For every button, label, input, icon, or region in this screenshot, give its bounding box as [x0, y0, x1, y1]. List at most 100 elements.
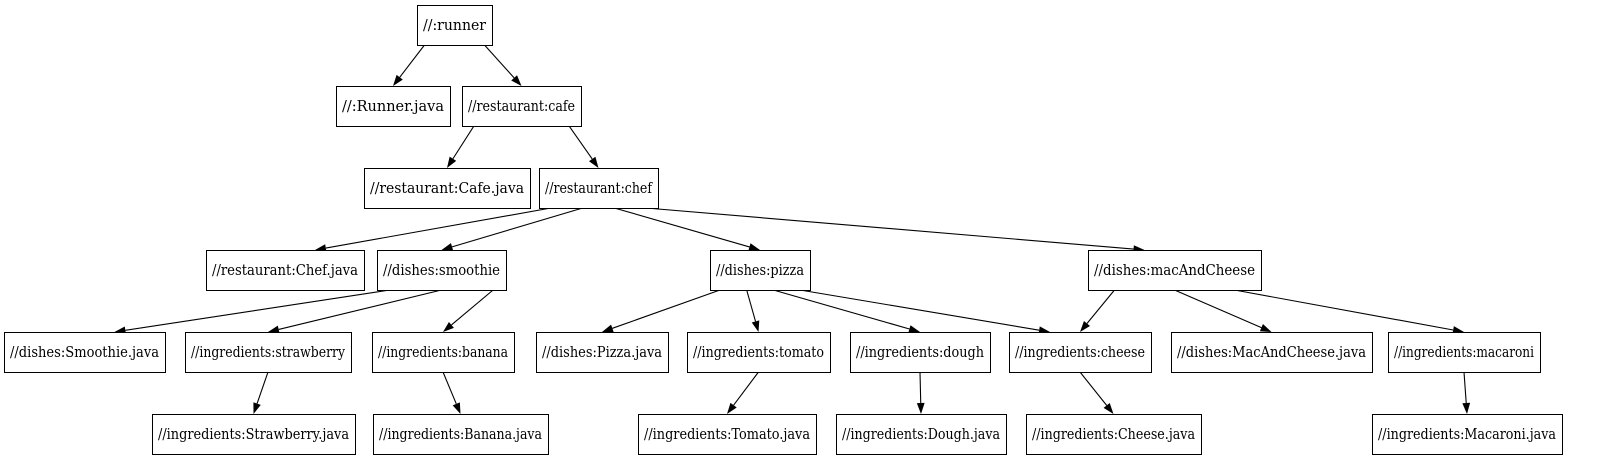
graph-node[interactable]: //ingredients:Strawberry.java [152, 414, 356, 455]
graph-node[interactable]: //ingredients:Dough.java [836, 414, 1007, 455]
graph-edge [799, 289, 1040, 331]
graph-node-box[interactable] [1372, 414, 1563, 455]
graph-node[interactable]: //restaurant:Chef.java [206, 250, 365, 291]
graph-node-label: //restaurant:cafe [468, 99, 575, 115]
graph-edge [746, 289, 757, 322]
graph-node-box[interactable] [185, 332, 352, 373]
graph-node-box[interactable] [206, 250, 365, 291]
graph-node-box[interactable] [1009, 332, 1152, 373]
graph-edge [614, 207, 750, 248]
graph-edge-arrowhead [315, 244, 327, 252]
graph-node-box[interactable] [539, 168, 659, 209]
graph-edge-arrowhead [727, 402, 737, 414]
graph-node-box[interactable] [850, 332, 991, 373]
graph-node[interactable]: //ingredients:macaroni [1388, 332, 1541, 373]
graph-node-box[interactable] [710, 250, 811, 291]
graph-node[interactable]: //:Runner.java [336, 86, 451, 127]
graph-edge [451, 289, 494, 326]
graph-node[interactable]: //ingredients:Tomato.java [638, 414, 817, 455]
graph-edge [399, 44, 425, 78]
graph-node-label: //ingredients:Tomato.java [644, 427, 810, 443]
graph-node-box[interactable] [377, 250, 507, 291]
graph-node-label: //dishes:Smoothie.java [10, 345, 159, 361]
graph-edge [568, 125, 593, 160]
graph-node[interactable]: //restaurant:cafe [462, 86, 582, 127]
graph-node[interactable]: //ingredients:Banana.java [373, 414, 549, 455]
graph-node[interactable]: //dishes:smoothie [377, 250, 507, 291]
graph-edge [733, 371, 759, 406]
graph-node-label: //ingredients:Cheese.java [1032, 427, 1195, 443]
graph-node[interactable]: //ingredients:tomato [687, 332, 831, 373]
graph-edge [1234, 289, 1454, 331]
graph-edge [773, 289, 910, 330]
graph-node-box[interactable] [373, 414, 549, 455]
graph-node[interactable]: //ingredients:cheese [1009, 332, 1152, 373]
graph-edge-arrowhead [447, 156, 457, 168]
graph-node[interactable]: //ingredients:banana [372, 332, 515, 373]
graph-edge-arrowhead [268, 325, 280, 334]
graph-node[interactable]: //ingredients:Cheese.java [1026, 414, 1202, 455]
graph-node[interactable]: //restaurant:Cafe.java [364, 168, 531, 209]
graph-node-box[interactable] [372, 332, 515, 373]
graph-edge-arrowhead [1259, 324, 1272, 332]
nodes-layer: //:runner //:Runner.java //restaurant:cafe… [4, 5, 1563, 455]
graph-node-label: //ingredients:macaroni [1394, 345, 1534, 361]
graph-edge-arrowhead [393, 74, 403, 86]
graph-edge [451, 207, 583, 248]
graph-edge [256, 371, 269, 404]
graph-node-label: //ingredients:cheese [1015, 345, 1145, 361]
graph-node[interactable]: //dishes:pizza [710, 250, 811, 291]
graph-edge-arrowhead [751, 320, 760, 332]
graph-node-label: //ingredients:banana [378, 345, 508, 361]
graph-node-box[interactable] [638, 414, 817, 455]
graph-node-label: //ingredients:Strawberry.java [158, 427, 349, 443]
graph-node-box[interactable] [1171, 332, 1373, 373]
graph-edge-arrowhead [253, 402, 261, 414]
graph-node-label: //ingredients:Macaroni.java [1378, 427, 1556, 443]
graph-node[interactable]: //dishes:MacAndCheese.java [1171, 332, 1373, 373]
graph-edge [484, 44, 515, 79]
graph-node[interactable]: //ingredients:Macaroni.java [1372, 414, 1563, 455]
graph-edge [452, 125, 475, 160]
graph-edge-arrowhead [1103, 402, 1114, 414]
graph-edge [1174, 289, 1262, 329]
graph-node-box[interactable] [687, 332, 831, 373]
graph-edge-arrowhead [1462, 402, 1471, 414]
graph-node[interactable]: //dishes:Pizza.java [536, 332, 669, 373]
graph-node[interactable]: //dishes:macAndCheese [1088, 250, 1262, 291]
graph-node-box[interactable] [536, 332, 669, 373]
graph-node[interactable]: //ingredients:strawberry [185, 332, 352, 373]
graph-node-box[interactable] [4, 332, 166, 373]
graph-edge-arrowhead [748, 243, 760, 251]
graph-node-box[interactable] [417, 5, 493, 46]
graph-node[interactable]: //:runner [417, 5, 493, 46]
graph-node-label: //ingredients:Banana.java [379, 427, 542, 443]
graph-node-box[interactable] [364, 168, 531, 209]
graph-node-label: //restaurant:Chef.java [212, 263, 358, 279]
graph-edge-arrowhead [916, 402, 925, 414]
graph-edge [442, 371, 457, 405]
graph-edge-arrowhead [452, 402, 461, 414]
graph-edge-arrowhead [441, 243, 454, 251]
graph-node[interactable]: //dishes:Smoothie.java [4, 332, 166, 373]
graph-node-box[interactable] [462, 86, 582, 127]
graph-node-box[interactable] [1088, 250, 1262, 291]
graph-node-box[interactable] [1388, 332, 1541, 373]
graph-node-box[interactable] [1026, 414, 1202, 455]
graph-edge [278, 289, 442, 330]
graph-node-label: //dishes:Pizza.java [542, 345, 662, 361]
graph-node[interactable]: //restaurant:chef [539, 168, 659, 209]
graph-node[interactable]: //ingredients:dough [850, 332, 991, 373]
graph-edge-arrowhead [443, 321, 454, 332]
graph-node-box[interactable] [336, 86, 451, 127]
graph-node-label: //ingredients:strawberry [191, 345, 346, 361]
graph-node-box[interactable] [152, 414, 356, 455]
graph-node-box[interactable] [836, 414, 1007, 455]
graph-edge-arrowhead [602, 324, 614, 332]
graph-node-label: //dishes:MacAndCheese.java [1177, 345, 1366, 361]
graph-edge [919, 371, 922, 404]
graph-node-label: //restaurant:Cafe.java [370, 181, 524, 197]
graph-edge-arrowhead [1080, 321, 1090, 332]
